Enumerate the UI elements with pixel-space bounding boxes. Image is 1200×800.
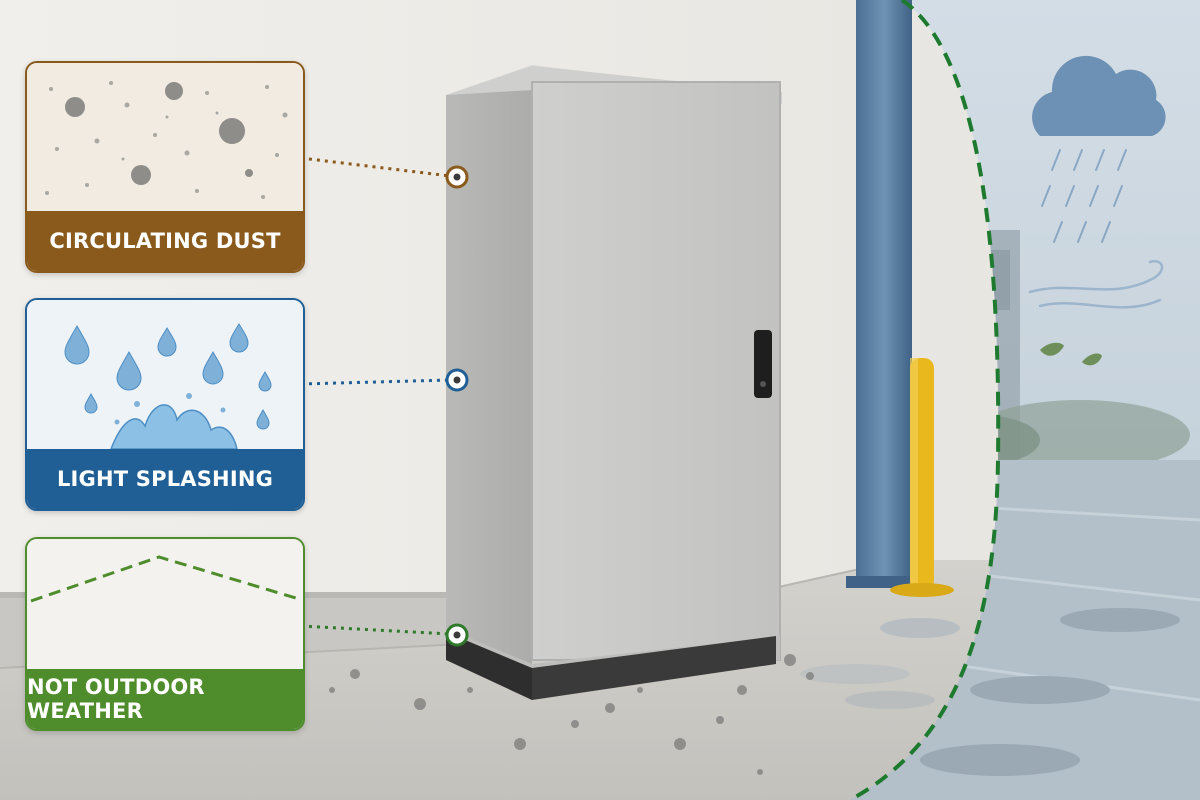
rain-cloud-icon	[1032, 55, 1166, 243]
light-splashing-label: LIGHT SPLASHING	[27, 449, 303, 509]
floor-dust	[329, 654, 814, 775]
not-outdoor-weather-card: NOT OUTDOOR WEATHER	[25, 537, 305, 731]
circulating-dust-card: CIRCULATING DUST	[25, 61, 305, 273]
wind-icon	[1028, 260, 1164, 309]
indoor-roof-outline-icon	[27, 539, 303, 669]
electrical-enclosure	[446, 65, 782, 700]
door-handle-icon	[754, 330, 772, 398]
circulating-dust-label: CIRCULATING DUST	[27, 211, 303, 271]
indoor-outdoor-boundary	[849, 0, 1001, 800]
light-splashing-card: LIGHT SPLASHING	[25, 298, 305, 511]
not-outdoor-weather-label: NOT OUTDOOR WEATHER	[27, 669, 303, 729]
water-splash-icon	[27, 300, 303, 449]
steel-column	[856, 0, 912, 580]
splash-connector	[300, 368, 469, 392]
dust-particles-icon	[27, 63, 303, 211]
leaf-icon	[1040, 342, 1102, 366]
weather-connector	[300, 623, 469, 647]
dust-connector	[300, 156, 469, 189]
safety-bollard	[890, 358, 954, 597]
